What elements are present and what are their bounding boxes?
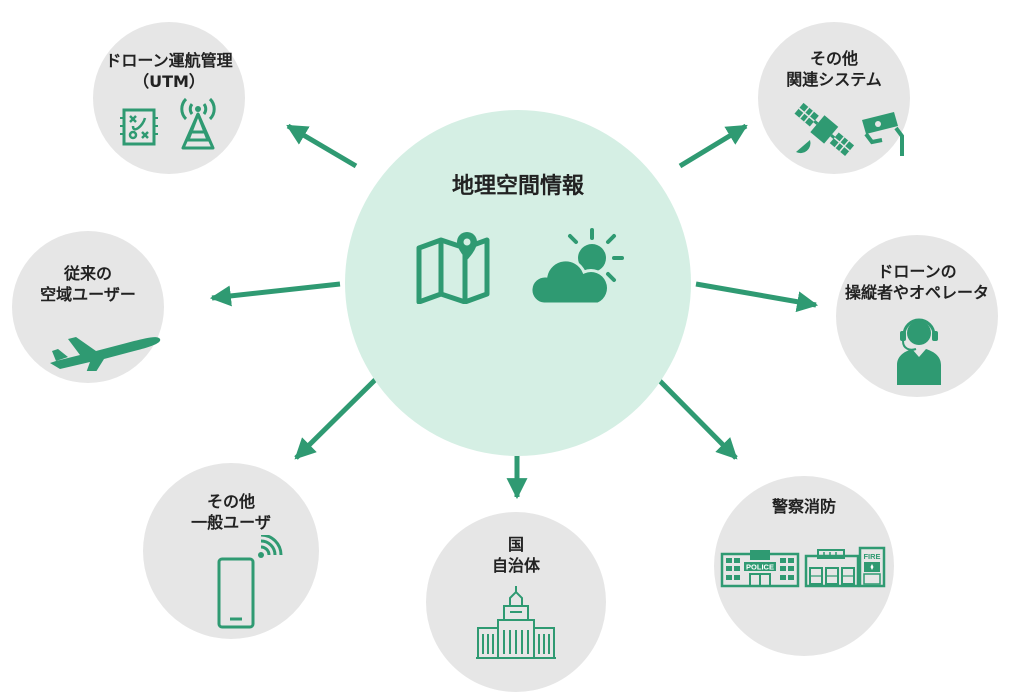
node-police-fire-line-1: 警察消防	[771, 497, 836, 516]
security-camera-icon	[862, 112, 904, 156]
node-police-fire: 警察消防 POLICE FIRE	[714, 476, 894, 656]
arrow-to-police-fire	[652, 373, 738, 460]
node-airspace-users-line-2: 空域ユーザー	[40, 285, 136, 304]
arrow-to-other-systems	[678, 123, 748, 169]
arrow-to-utm	[286, 123, 358, 169]
arrow-to-airspace-users	[209, 281, 341, 307]
node-utm-label: ドローン運航管理 （UTM）	[93, 50, 245, 92]
center-title-text: 地理空間情報	[451, 174, 584, 199]
satellite-icon	[794, 102, 855, 157]
node-drone-operators-label: ドローンの 操縦者やオペレータ	[824, 261, 1010, 303]
node-airspace-users: 従来の 空域ユーザー	[12, 231, 164, 383]
node-drone-operators-line-1: ドローンの	[877, 262, 957, 281]
node-utm: ドローン運航管理 （UTM）	[93, 22, 245, 174]
node-general-users-label: その他 一般ユーザ	[143, 491, 319, 533]
node-government-line-1: 国	[507, 535, 524, 554]
fire-sign-text: FIRE	[863, 552, 880, 561]
node-general-users-line-1: その他	[206, 492, 255, 511]
node-police-fire-label: 警察消防	[714, 496, 894, 517]
node-government-line-2: 自治体	[491, 556, 540, 575]
center-title: 地理空間情報	[345, 173, 691, 201]
police-sign-text: POLICE	[746, 563, 774, 572]
node-other-systems-line-1: その他	[809, 49, 858, 68]
arrow-to-drone-operators	[695, 281, 819, 313]
node-general-users: その他 一般ユーザ	[143, 463, 319, 639]
arrow-to-general-users	[294, 373, 382, 460]
police-station-icon: POLICE	[720, 550, 800, 588]
node-utm-line-1: ドローン運航管理	[105, 51, 233, 70]
radio-tower-icon	[180, 97, 216, 150]
fire-station-icon: FIRE	[804, 546, 886, 588]
node-government-label: 国 自治体	[426, 534, 606, 576]
node-other-systems-label: その他 関連システム	[758, 48, 910, 90]
node-other-systems: その他 関連システム	[758, 22, 910, 174]
operator-headset-icon	[897, 318, 941, 385]
flight-route-map-icon	[120, 108, 158, 146]
node-drone-operators-line-2: 操縦者やオペレータ	[844, 283, 989, 302]
airplane-icon	[50, 337, 161, 371]
map-pin-icon	[416, 232, 490, 304]
center-node-geospatial: 地理空間情報	[345, 110, 691, 456]
node-government: 国 自治体	[426, 512, 606, 692]
node-utm-line-2: （UTM）	[133, 72, 205, 91]
node-general-users-line-2: 一般ユーザ	[191, 513, 271, 532]
node-drone-operators: ドローンの 操縦者やオペレータ	[836, 235, 998, 397]
node-airspace-users-line-1: 従来の	[63, 264, 112, 283]
diet-building-icon	[476, 586, 556, 659]
smartphone-wifi-icon	[217, 535, 283, 629]
node-other-systems-line-2: 関連システム	[786, 70, 882, 89]
node-airspace-users-label: 従来の 空域ユーザー	[12, 263, 164, 305]
partly-cloudy-sun-icon	[530, 228, 624, 306]
